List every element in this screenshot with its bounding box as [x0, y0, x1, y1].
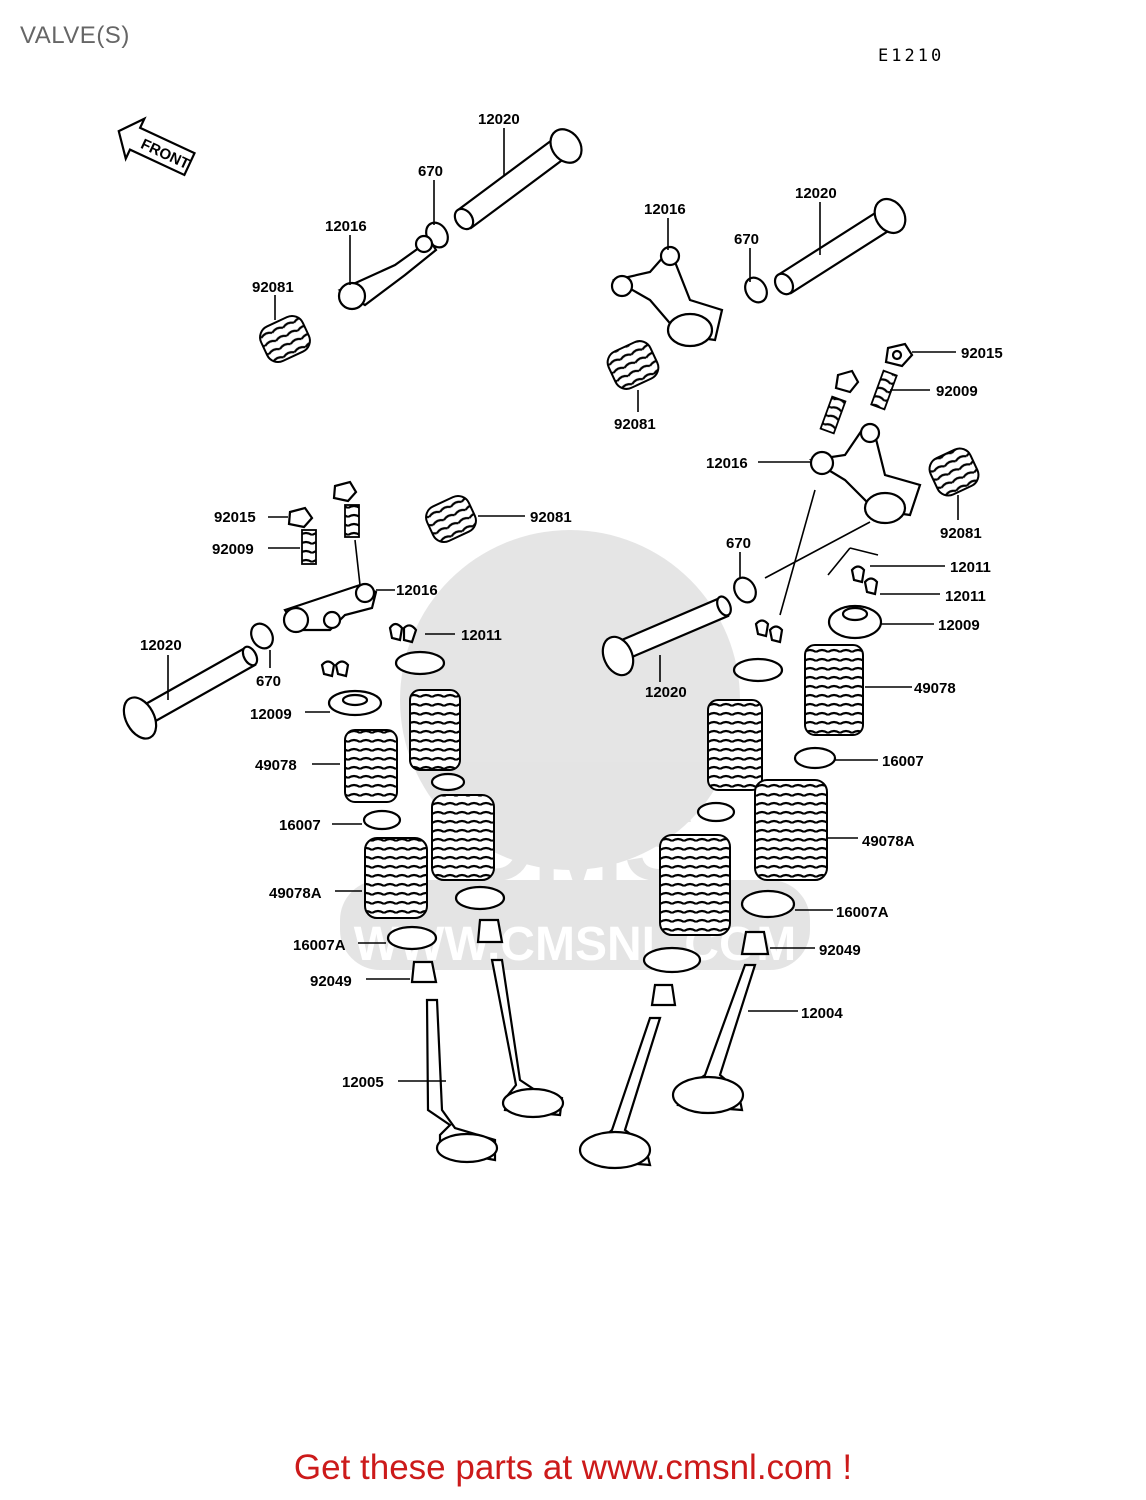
seal-92049-right	[740, 930, 770, 956]
spring-49078A-center-right	[659, 834, 731, 936]
label-92081-top-left: 92081	[252, 279, 294, 296]
label-16007A-right: 16007A	[836, 904, 889, 921]
cotter-left-1	[388, 622, 418, 644]
spring-49078-center-right	[707, 699, 763, 791]
o-ring-left	[250, 622, 274, 650]
label-12009-left: 12009	[250, 706, 292, 723]
o-ring-top-right	[744, 276, 768, 304]
label-670-top-left: 670	[418, 163, 443, 180]
label-12016-top-left: 12016	[325, 218, 367, 235]
label-670-right: 670	[726, 535, 751, 552]
valve-stack-center-left	[394, 650, 565, 1119]
rocker-arm-right-mid	[808, 422, 922, 525]
spring-49078-right	[804, 644, 864, 736]
valve-stack-center-right	[578, 657, 784, 1170]
diagram-code: E1210	[878, 46, 945, 66]
label-92081-top-right: 92081	[614, 416, 656, 433]
rocker-shaft-right-center	[601, 595, 732, 677]
label-49078-right: 49078	[914, 680, 956, 697]
seal-92049-left	[410, 960, 438, 984]
label-12011-right-2: 12011	[945, 588, 986, 605]
spring-92081-right-mid	[928, 447, 980, 497]
label-92015-right: 92015	[961, 345, 1003, 362]
get-parts-link[interactable]: Get these parts at www.cmsnl.com !	[293, 1448, 853, 1487]
spring-49078-center-left	[409, 689, 461, 771]
label-12020-top-left: 12020	[478, 111, 520, 128]
front-arrow-icon: FRONT	[117, 116, 196, 177]
spring-49078A-left	[364, 837, 428, 919]
label-16007-left: 16007	[279, 817, 321, 834]
rocker-shaft-top-left	[453, 128, 583, 231]
spring-92081-top-right	[606, 340, 660, 390]
adjuster-nut-right-2	[834, 369, 860, 394]
label-16007A-left: 16007A	[293, 937, 346, 954]
label-49078-left: 49078	[255, 757, 297, 774]
label-12004: 12004	[801, 1005, 843, 1022]
rocker-shaft-left	[122, 645, 259, 740]
label-92049-left: 92049	[310, 973, 352, 990]
label-92009-left: 92009	[212, 541, 254, 558]
spring-49078A-center-left	[431, 794, 495, 881]
cotter-center-right	[754, 619, 784, 644]
cotter-right-1	[850, 565, 866, 584]
cotter-right-2	[863, 577, 879, 596]
adjuster-screw-left-2	[344, 504, 360, 538]
label-49078A-left: 49078A	[269, 885, 322, 902]
parts-diagram: CMS WWW.CMSNL.COM FRONT	[117, 111, 1003, 1170]
label-16007-right: 16007	[882, 753, 924, 770]
label-12009-right: 12009	[938, 617, 980, 634]
adjuster-screw-right-2	[819, 395, 847, 435]
rocker-arm-left	[282, 582, 378, 634]
label-670-top-right: 670	[734, 231, 759, 248]
seat-16007-right	[793, 746, 837, 770]
label-12005: 12005	[342, 1074, 384, 1091]
label-92081-right: 92081	[940, 525, 982, 542]
valve-12005-left	[425, 998, 497, 1162]
label-92009-right: 92009	[936, 383, 978, 400]
page-title: VALVE(S)	[20, 22, 130, 49]
spring-92081-top-left	[259, 315, 311, 363]
o-ring-right-center	[733, 576, 757, 604]
adjuster-screw-92009-right	[870, 369, 898, 411]
adjuster-screw-92009-left	[301, 529, 317, 565]
adjuster-nut-92015-left	[287, 506, 314, 529]
label-12011-left: 12011	[461, 627, 502, 644]
seat-16007A-left	[386, 925, 438, 951]
spring-49078A-right	[754, 779, 828, 881]
part-labels: 12020 670 12016 92081 12020 12016 670 92…	[140, 111, 1003, 1091]
label-670-left: 670	[256, 673, 281, 690]
label-92049-right: 92049	[819, 942, 861, 959]
rocker-arm-top-right	[610, 245, 724, 348]
label-12020-right-center: 12020	[645, 684, 687, 701]
label-92081-mid: 92081	[530, 509, 572, 526]
seat-16007-left	[362, 809, 402, 831]
label-12020-left: 12020	[140, 637, 182, 654]
valve-stack-right	[671, 604, 883, 1115]
watermark: CMS WWW.CMSNL.COM	[340, 530, 810, 971]
label-49078A-right: 49078A	[862, 833, 915, 850]
label-92015-left: 92015	[214, 509, 256, 526]
rocker-arm-top-left	[337, 234, 438, 311]
adjuster-nut-92015-right	[884, 342, 914, 368]
spring-49078-left	[344, 729, 398, 803]
spring-92081-mid	[425, 495, 477, 543]
label-12020-top-right: 12020	[795, 185, 837, 202]
seat-16007A-right	[740, 889, 796, 919]
label-12011-right-1: 12011	[950, 559, 991, 576]
label-12016-left: 12016	[396, 582, 438, 599]
cotter-left-2	[320, 660, 350, 678]
label-12016-right: 12016	[706, 455, 748, 472]
label-12016-top-right: 12016	[644, 201, 686, 218]
rocker-shaft-top-right	[773, 197, 907, 296]
valve-stack-left	[327, 689, 499, 1164]
adjuster-nut-left-2	[332, 480, 358, 503]
